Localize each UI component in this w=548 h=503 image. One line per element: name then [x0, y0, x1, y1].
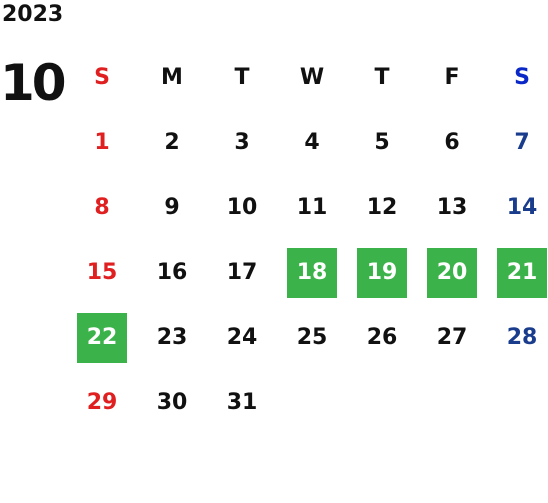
day-cell: 14: [506, 195, 538, 220]
weekday-header-sat: S: [514, 65, 530, 90]
day-cell: 23: [156, 325, 188, 350]
day-cell-highlighted: 19: [347, 240, 417, 305]
day-cell: 24: [226, 325, 258, 350]
day-cell: 16: [156, 260, 188, 285]
day-cell-highlighted: 22: [67, 305, 137, 370]
calendar-grid: S M T W T F S 1 2 3 4 5 6 7 8 9 10 11 12…: [67, 45, 548, 435]
weekday-header-tue: T: [234, 65, 250, 90]
day-cell: 28: [506, 325, 538, 350]
day-cell: 10: [226, 195, 258, 220]
day-cell: 26: [366, 325, 398, 350]
day-cell: 13: [436, 195, 468, 220]
weekday-header-mon: M: [161, 65, 183, 90]
day-cell-empty: [417, 370, 487, 435]
weekday-header-sun: S: [94, 65, 110, 90]
day-cell: 27: [436, 325, 468, 350]
day-cell: 1: [94, 130, 110, 155]
day-cell: 29: [86, 390, 118, 415]
day-cell: 8: [94, 195, 110, 220]
day-cell: 11: [296, 195, 328, 220]
day-cell: 3: [234, 130, 250, 155]
weekday-header-fri: F: [444, 65, 460, 90]
day-cell-highlighted: 20: [417, 240, 487, 305]
day-cell: 6: [444, 130, 460, 155]
calendar-month: 10: [0, 54, 67, 112]
day-cell: 30: [156, 390, 188, 415]
day-cell: 5: [374, 130, 390, 155]
day-cell-empty: [487, 370, 548, 435]
day-cell-empty: [347, 370, 417, 435]
day-cell: 4: [304, 130, 320, 155]
day-cell: 7: [514, 130, 530, 155]
weekday-header-wed: W: [299, 65, 325, 90]
day-cell: 12: [366, 195, 398, 220]
day-cell: 17: [226, 260, 258, 285]
day-cell-empty: [277, 370, 347, 435]
weekday-header-thu: T: [374, 65, 390, 90]
day-cell-highlighted: 21: [487, 240, 548, 305]
calendar-year: 2023: [2, 2, 64, 27]
day-cell: 25: [296, 325, 328, 350]
day-cell-highlighted: 18: [277, 240, 347, 305]
day-cell: 31: [226, 390, 258, 415]
day-cell: 9: [164, 195, 180, 220]
day-cell: 2: [164, 130, 180, 155]
day-cell: 15: [86, 260, 118, 285]
